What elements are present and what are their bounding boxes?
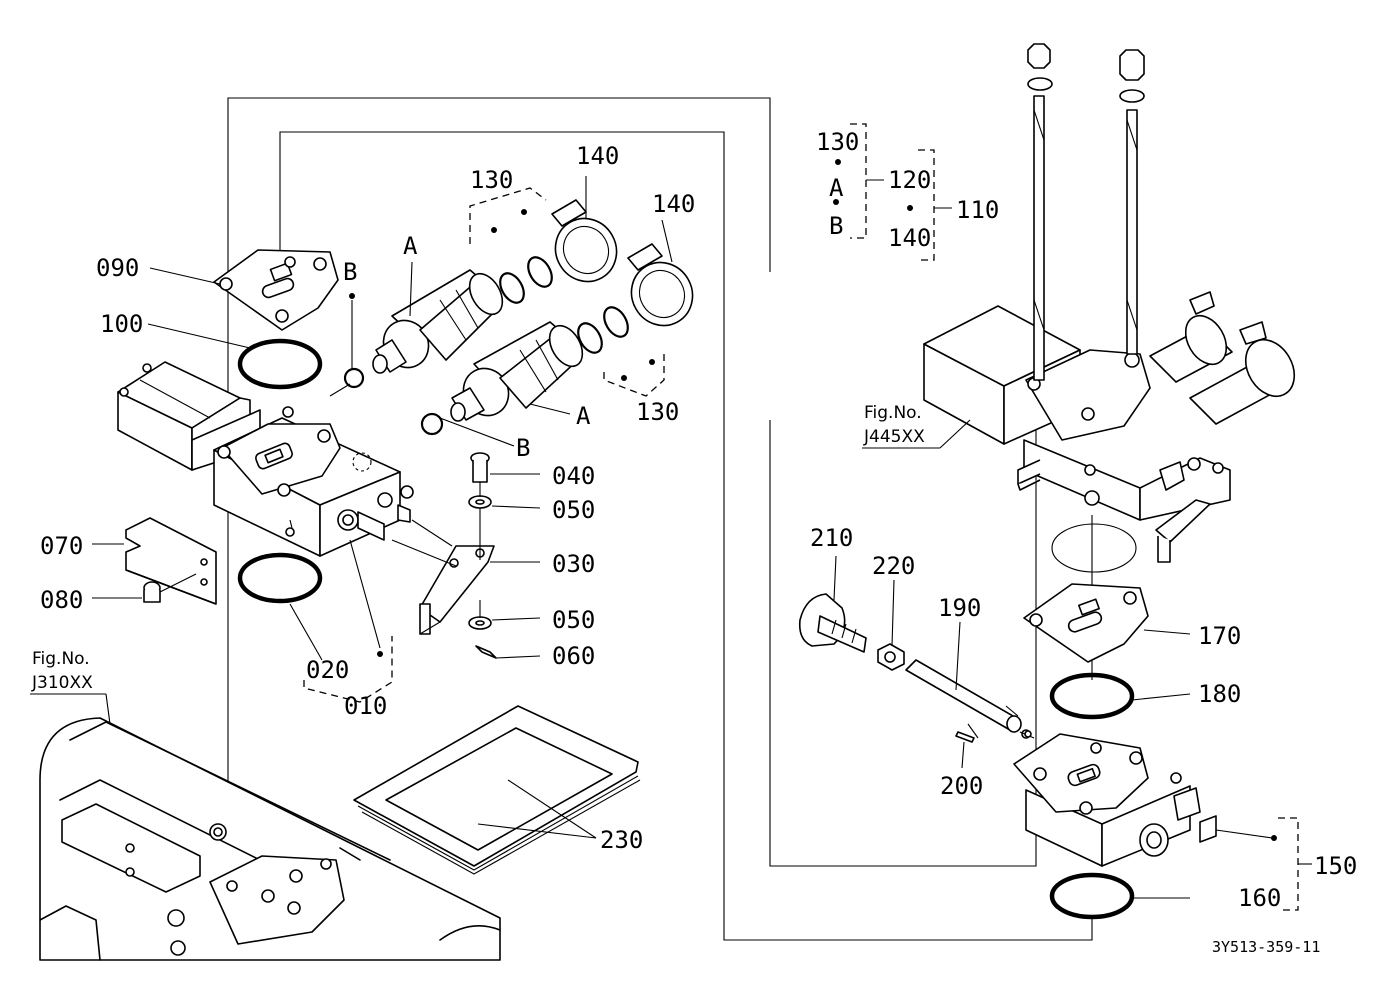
- pin-200: [955, 723, 979, 743]
- o-ring-180: [1049, 672, 1135, 720]
- cotter-pin-060: [475, 645, 541, 659]
- rod-190: [905, 659, 1022, 733]
- gasket-sheet-230: [353, 705, 641, 875]
- cover-plate-090: [213, 249, 339, 331]
- o-ring-b-mid: [420, 412, 444, 436]
- label-210: 210: [810, 524, 853, 552]
- o-ring-020: [237, 552, 323, 604]
- valve-body-left: [117, 361, 414, 557]
- bracket-070: [125, 517, 217, 605]
- fig-ref-right-prefix: Fig.No.: [864, 403, 922, 423]
- label-160: 160: [1238, 884, 1281, 912]
- washer-050-lower: [468, 616, 492, 630]
- label-130-group: 130: [816, 128, 859, 156]
- leader-lines: [30, 176, 1191, 899]
- label-020: 020: [306, 656, 349, 684]
- label-220: 220: [872, 552, 915, 580]
- label-030: 030: [552, 550, 595, 578]
- label-180: 180: [1198, 680, 1241, 708]
- solenoid-cartridge-upper: [372, 269, 504, 374]
- stud-bolt-right: [1119, 49, 1145, 355]
- label-b-3: B: [829, 212, 843, 240]
- label-230: 230: [600, 826, 643, 854]
- label-060: 060: [552, 642, 595, 670]
- label-090: 090: [96, 254, 139, 282]
- lever-030: [391, 519, 495, 635]
- label-190: 190: [938, 594, 981, 622]
- label-070: 070: [40, 532, 83, 560]
- valve-assembly-j445xx: [923, 291, 1296, 563]
- callout-labels: 090 100 B A 130 140 140 130 A B 040 050 …: [31, 128, 1357, 956]
- solenoid-cartridge-lower: [450, 321, 584, 422]
- o-ring-100: [237, 338, 323, 390]
- label-110: 110: [956, 196, 999, 224]
- pin-040: [470, 452, 490, 483]
- label-080: 080: [40, 586, 83, 614]
- label-120: 120: [888, 166, 931, 194]
- group-brackets: [303, 123, 1312, 911]
- label-140-lower: 140: [652, 190, 695, 218]
- label-130-top: 130: [470, 166, 513, 194]
- transmission-case-j310xx: [39, 717, 501, 961]
- clamp-140-upper: [551, 199, 618, 283]
- o-ring-160: [1049, 872, 1135, 920]
- label-a-2: A: [576, 402, 591, 430]
- fig-ref-left-prefix: Fig.No.: [32, 649, 90, 669]
- label-b-2: B: [516, 434, 530, 462]
- label-130-bottom: 130: [636, 398, 679, 426]
- label-a-3: A: [829, 174, 844, 202]
- reference-dots: [349, 159, 1277, 841]
- bolt-080: [143, 573, 197, 603]
- knob-210: [798, 593, 867, 653]
- label-b-1: B: [343, 258, 357, 286]
- fig-ref-right-code: J445XX: [863, 427, 925, 447]
- clamp-140-lower: [627, 243, 694, 327]
- washer-050-upper: [468, 495, 492, 509]
- o-ring-under-valve: [1051, 523, 1137, 573]
- label-100: 100: [100, 310, 143, 338]
- label-040: 040: [552, 462, 595, 490]
- stud-bolt-left: [1027, 43, 1053, 381]
- label-140-upper: 140: [576, 142, 619, 170]
- label-a-1: A: [403, 232, 418, 260]
- label-140-group: 140: [888, 224, 931, 252]
- label-150: 150: [1314, 852, 1357, 880]
- nut-220: [877, 643, 905, 671]
- valve-150: [1013, 729, 1273, 867]
- diagram-code: 3Y513-359-11: [1212, 938, 1320, 956]
- fig-ref-left-code: J310XX: [31, 673, 93, 693]
- label-200: 200: [940, 772, 983, 800]
- label-050-upper: 050: [552, 496, 595, 524]
- label-010: 010: [344, 692, 387, 720]
- o-ring-b-left: [343, 367, 365, 389]
- cover-plate-170: [1023, 583, 1149, 663]
- label-050-lower: 050: [552, 606, 595, 634]
- label-170: 170: [1198, 622, 1241, 650]
